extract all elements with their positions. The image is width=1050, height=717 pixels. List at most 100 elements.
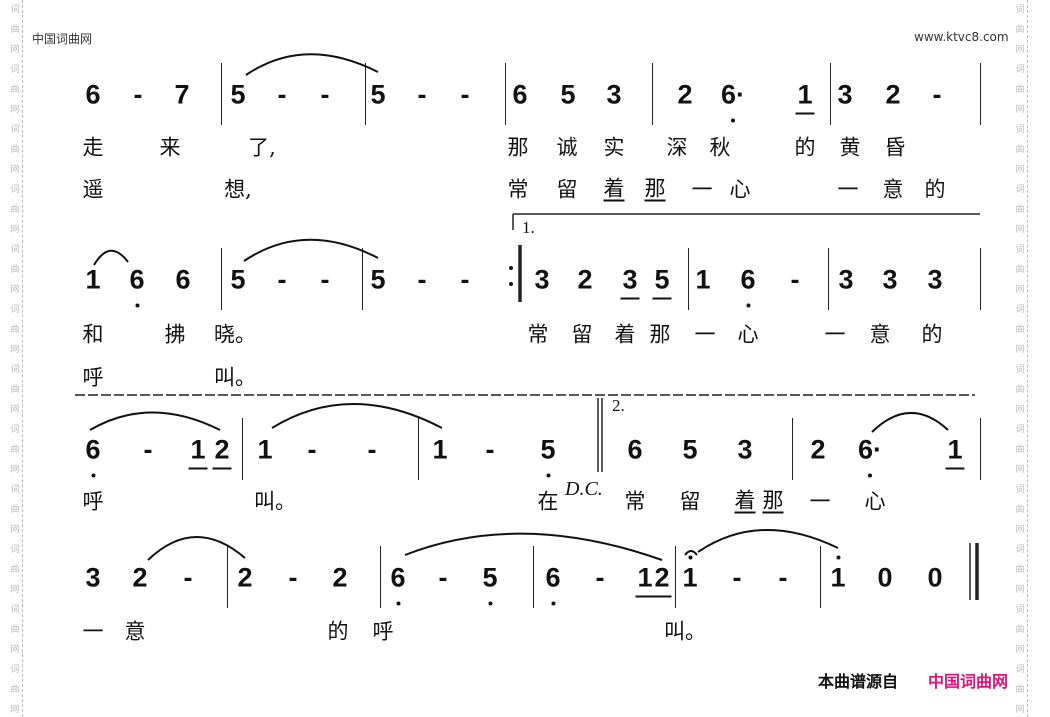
bar-line — [242, 418, 243, 480]
note-digit: 5 — [560, 79, 576, 110]
lyric: 来 — [159, 135, 181, 160]
note-digit: 6 — [512, 79, 528, 110]
note: 5 — [652, 266, 672, 300]
watermark-char: 网 — [10, 45, 20, 55]
note-digit: 2 — [214, 434, 230, 465]
watermark-char: 词 — [10, 125, 20, 135]
watermark-char: 词 — [10, 665, 20, 675]
note-digit: - — [460, 79, 470, 110]
watermark-char: 网 — [10, 705, 20, 715]
source-site-link[interactable]: 中国词曲网 — [928, 672, 1009, 691]
note-digit: 1 — [432, 434, 448, 465]
watermark-char: 词 — [1015, 425, 1025, 435]
note: 0 — [877, 564, 892, 592]
note-digit: - — [277, 79, 287, 110]
watermark: 词曲网 — [1014, 600, 1026, 660]
lyric: 秋 — [709, 135, 731, 160]
note-digit: 3 — [838, 264, 854, 295]
note: 3 — [85, 562, 101, 593]
watermark-char: 网 — [1015, 405, 1025, 415]
note: 5 — [370, 266, 385, 294]
watermark-char: 词 — [10, 605, 20, 615]
note-digit: 5 — [230, 79, 246, 110]
note-digit: - — [460, 264, 470, 295]
note-digit: - — [417, 264, 427, 295]
low-octave-dot — [551, 601, 555, 606]
note-digit: 3 — [737, 434, 753, 465]
note-digit: - — [133, 79, 143, 110]
repeat-dot — [509, 266, 513, 270]
lyric: 那 — [507, 135, 529, 160]
note: 3 — [737, 434, 753, 465]
watermark-char: 网 — [10, 465, 20, 475]
watermark-char: 网 — [10, 105, 20, 115]
watermark-char: 网 — [1015, 165, 1025, 175]
note-digit: 5 — [682, 434, 698, 465]
note-digit: 2 — [654, 562, 670, 593]
watermark-char: 词 — [1015, 605, 1025, 615]
watermark: 词曲网 — [1014, 0, 1026, 60]
watermark-char: 网 — [10, 345, 20, 355]
watermark: 词曲网 — [9, 300, 21, 360]
note: 2 — [885, 81, 900, 109]
lyric: 一 — [809, 489, 831, 514]
note-digit: 1 — [85, 264, 101, 295]
watermark-char: 曲 — [10, 565, 20, 575]
lyric: 那 — [644, 176, 666, 202]
watermark-char: 网 — [10, 225, 20, 235]
note: 5 — [540, 436, 556, 478]
note-digit: 3 — [534, 264, 550, 295]
note: 1 — [945, 436, 965, 470]
note-digit: 2 — [810, 434, 826, 465]
lyric: 着 — [603, 176, 625, 202]
note: 2 — [810, 434, 826, 465]
site-name-header: 中国词曲网 — [32, 32, 93, 46]
watermark-char: 词 — [10, 545, 20, 555]
watermark-char: 网 — [1015, 105, 1025, 115]
note-digit: 6 — [390, 562, 406, 593]
dash-extension: - — [144, 436, 153, 464]
bar-line — [980, 63, 981, 125]
right-border — [1027, 0, 1028, 717]
note-digit: 3 — [85, 562, 101, 593]
bar-line — [980, 418, 981, 480]
dash-extension: - — [439, 564, 448, 592]
watermark: 词曲网 — [1014, 660, 1026, 717]
note-digit: 6· — [857, 434, 883, 465]
slur — [147, 536, 246, 561]
watermark-char: 曲 — [10, 25, 20, 35]
lyric: 意 — [882, 177, 904, 202]
lyric: 那 — [649, 322, 671, 347]
watermark-char: 词 — [1015, 665, 1025, 675]
dash-extension: - — [321, 266, 330, 294]
source-label: 本曲谱源自 — [818, 672, 899, 691]
dash-extension: - — [368, 436, 377, 464]
lyric: 诚 — [556, 135, 578, 160]
watermark-char: 网 — [1015, 465, 1025, 475]
dash-extension: - — [277, 79, 287, 110]
eighth-underline — [945, 467, 965, 470]
note-digit: 1 — [637, 562, 653, 593]
slur — [404, 532, 663, 561]
bar-line — [792, 418, 793, 480]
eighth-underline — [795, 112, 815, 115]
note-digit: 3 — [927, 264, 943, 295]
lyric: 留 — [679, 489, 701, 514]
bar-line — [675, 546, 676, 608]
watermark-char: 词 — [1015, 245, 1025, 255]
eighth-underline — [212, 467, 232, 470]
watermark-char: 曲 — [1015, 505, 1025, 515]
lyric: 走 — [82, 135, 104, 160]
volta-ending-label: 2. — [612, 396, 625, 415]
note-digit: - — [932, 79, 942, 110]
watermark-char: 网 — [1015, 225, 1025, 235]
lyric: 常 — [527, 322, 549, 347]
lyric: 一 — [82, 619, 104, 644]
watermark-char: 网 — [10, 585, 20, 595]
note-digit: 1 — [830, 562, 846, 593]
note-digit: 6 — [740, 264, 756, 295]
note-digit: 6 — [85, 79, 101, 110]
dash-extension: - — [308, 436, 317, 464]
note: 2 — [132, 564, 147, 592]
watermark: 词曲网 — [9, 600, 21, 660]
